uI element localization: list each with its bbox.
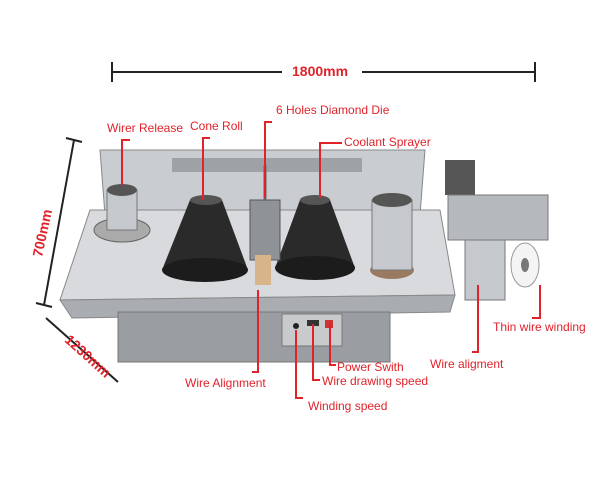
- label-winding-speed: Winding speed: [308, 399, 388, 413]
- label-diamond-die: 6 Holes Diamond Die: [276, 103, 390, 117]
- wire-release-spool: [93, 184, 151, 243]
- label-cone-roll: Cone Roll: [190, 119, 243, 133]
- width-dimension: 1800mm: [292, 63, 349, 79]
- drawing-speed-display: [307, 320, 319, 326]
- label-wire-alignment: Wire Alignment: [185, 376, 266, 390]
- cone-roll-left: [162, 195, 248, 282]
- cabinet: [117, 311, 391, 363]
- label-thin-wire-winding: Thin wire winding: [493, 320, 586, 334]
- diamond-die-block: [249, 199, 281, 261]
- label-wirer-release: Wirer Release: [107, 121, 184, 135]
- winding-unit: [445, 160, 549, 301]
- cone-roll-right: [275, 195, 355, 280]
- label-power-switch: Power Swith: [337, 360, 404, 374]
- wire-alignment-block: [255, 255, 271, 285]
- dimension-lines: [35, 62, 536, 383]
- label-coolant-sprayer: Coolant Sprayer: [344, 135, 431, 149]
- label-wire-aligment: Wire aligment: [430, 357, 504, 371]
- coolant-cylinder: [370, 193, 414, 279]
- label-wire-drawing-speed: Wire drawing speed: [322, 374, 429, 388]
- winding-speed-knob: [293, 323, 299, 329]
- leader-lines: [121, 121, 541, 399]
